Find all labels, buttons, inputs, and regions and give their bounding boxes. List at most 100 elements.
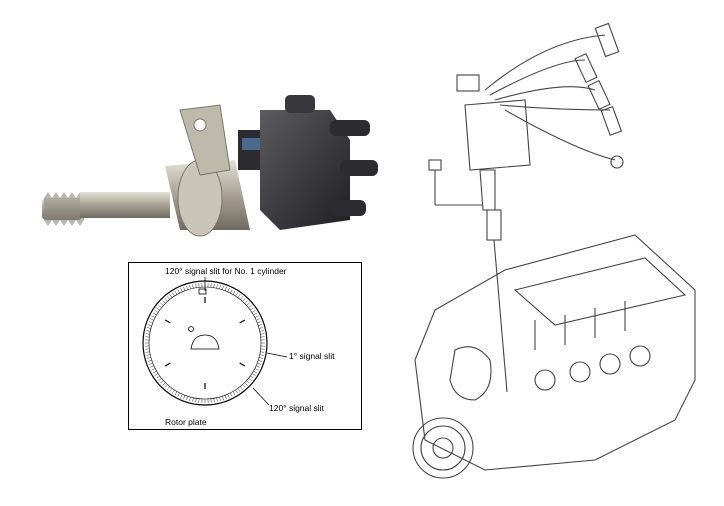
rotor-plate-diagram: 120° signal slit for No. 1 cylinder 1° s… bbox=[128, 262, 362, 430]
signal-slit-tick bbox=[235, 389, 238, 394]
signal-slit-tick bbox=[172, 292, 175, 297]
signal-slit-tick bbox=[230, 289, 233, 294]
signal-slit-tick bbox=[150, 365, 154, 368]
signal-slit-tick bbox=[246, 380, 250, 384]
signal-slit-tick bbox=[156, 307, 160, 311]
signal-slit-tick bbox=[222, 396, 224, 401]
signal-slit-tick bbox=[146, 327, 151, 329]
signal-slit-tick bbox=[167, 296, 170, 300]
signal-slit-tick bbox=[251, 373, 256, 376]
rotor-plate-disc bbox=[142, 280, 268, 406]
signal-slit-tick bbox=[213, 398, 215, 403]
signal-slit-tick bbox=[192, 284, 194, 289]
signal-slit-tick bbox=[189, 284, 191, 289]
signal-slit-tick bbox=[240, 386, 243, 390]
rotor-plate-drawing bbox=[142, 277, 288, 406]
signal-slit-tick bbox=[154, 310, 159, 313]
label-120-slit: 120° signal slit bbox=[269, 403, 324, 413]
signal-slit-120 bbox=[164, 319, 171, 324]
label-120-no1-slit: 120° signal slit for No. 1 cylinder bbox=[165, 266, 287, 276]
signal-slit-tick bbox=[213, 283, 215, 288]
engine-illustration bbox=[412, 22, 696, 479]
signal-slit-tick bbox=[195, 398, 197, 403]
signal-slit-tick bbox=[195, 283, 197, 288]
shaft bbox=[80, 192, 170, 218]
signal-slit-tick bbox=[192, 397, 194, 402]
signal-slit-tick bbox=[260, 351, 265, 353]
signal-slit-tick bbox=[257, 321, 262, 324]
signal-slit-tick bbox=[254, 315, 259, 318]
signal-slit-tick bbox=[169, 294, 173, 298]
no1-signal-slit bbox=[198, 288, 207, 295]
signal-slit-tick bbox=[160, 380, 164, 384]
signal-slit-tick bbox=[156, 375, 160, 379]
signal-slit-tick bbox=[242, 384, 246, 388]
signal-slit-tick bbox=[227, 394, 230, 398]
signal-slit-tick bbox=[147, 360, 152, 362]
signal-slit-tick bbox=[216, 284, 218, 289]
signal-slit-tick bbox=[158, 378, 162, 381]
signal-slit-tick bbox=[232, 290, 236, 295]
signal-slit-tick bbox=[174, 290, 178, 295]
distributor-outline bbox=[428, 74, 531, 393]
signal-slit-tick bbox=[224, 286, 227, 291]
signal-slit-tick bbox=[177, 289, 180, 294]
signal-slit-tick bbox=[146, 357, 151, 359]
signal-slit-tick bbox=[240, 296, 243, 300]
signal-slit-tick bbox=[259, 354, 264, 356]
signal-slit-tick bbox=[151, 368, 156, 371]
signal-slit-tick bbox=[222, 285, 224, 290]
signal-slit-120 bbox=[164, 362, 171, 367]
signal-slit-tick bbox=[183, 395, 186, 400]
signal-slit-tick bbox=[219, 284, 221, 289]
signal-slit-tick bbox=[224, 395, 227, 400]
signal-slit-tick bbox=[227, 288, 230, 292]
signal-slit-tick bbox=[148, 362, 153, 365]
signal-slit-tick bbox=[167, 386, 170, 390]
signal-slit-tick bbox=[180, 394, 183, 398]
signal-slit-tick bbox=[146, 354, 151, 356]
engine-block bbox=[414, 234, 696, 471]
signal-slit-tick bbox=[151, 315, 156, 318]
signal-slit-tick bbox=[150, 318, 154, 321]
spark-plug-wires bbox=[484, 22, 624, 169]
signal-slit-tick bbox=[180, 288, 183, 292]
signal-slit-tick bbox=[186, 285, 188, 290]
signal-slit-tick bbox=[145, 351, 150, 353]
signal-slit-tick bbox=[253, 370, 258, 374]
signal-slit-tick bbox=[162, 382, 166, 386]
signal-slit-tick bbox=[152, 312, 157, 316]
signal-slit-tick bbox=[256, 318, 260, 321]
signal-slit-tick bbox=[250, 307, 254, 311]
signal-slit-tick bbox=[154, 373, 159, 376]
signal-slit-tick bbox=[244, 382, 248, 386]
signal-slit-tick bbox=[169, 388, 173, 392]
signal-slit-tick bbox=[164, 298, 168, 302]
signal-slit-tick bbox=[186, 396, 188, 401]
signal-slit-tick bbox=[160, 302, 164, 306]
signal-slit-tick bbox=[251, 310, 256, 313]
signal-slit-120 bbox=[239, 362, 246, 367]
signal-slit-tick bbox=[259, 327, 264, 329]
signal-slit-tick bbox=[253, 312, 258, 316]
engine-line-drawing bbox=[395, 20, 715, 500]
rotor-plate-caption: Rotor plate bbox=[165, 417, 207, 427]
signal-slit-tick bbox=[158, 305, 162, 308]
signal-slit-120 bbox=[239, 319, 246, 324]
signal-slit-tick bbox=[146, 330, 151, 332]
label-1deg-slit: 1° signal slit bbox=[289, 351, 335, 361]
distributor-cap bbox=[260, 95, 378, 230]
signal-slit-tick bbox=[152, 370, 157, 374]
signal-slit-tick bbox=[248, 305, 252, 308]
signal-slit-tick bbox=[183, 286, 186, 291]
signal-slit-tick bbox=[164, 384, 168, 388]
drive-gear bbox=[42, 192, 84, 226]
signal-slit-tick bbox=[162, 300, 166, 304]
signal-slit-tick bbox=[254, 368, 259, 371]
signal-slit-tick bbox=[145, 333, 150, 335]
mounting-bracket bbox=[179, 104, 231, 176]
signal-slit-tick bbox=[147, 324, 152, 326]
signal-slit-tick bbox=[237, 294, 241, 298]
signal-slit-tick bbox=[244, 300, 248, 304]
signal-slit-tick bbox=[232, 391, 236, 396]
